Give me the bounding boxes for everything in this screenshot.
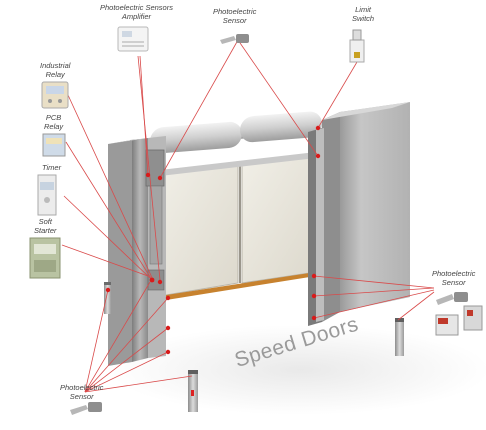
label-limit-switch: Limit Switch bbox=[352, 5, 375, 23]
label-sensor-top-line1: Photoelectric bbox=[213, 7, 257, 16]
right-wall bbox=[322, 102, 410, 322]
limit-switch-icon bbox=[349, 29, 365, 63]
label-timer: Timer bbox=[42, 163, 62, 173]
label-sensor-right: Photoelectric Sensor bbox=[432, 269, 476, 287]
pillar-bottom bbox=[188, 370, 198, 412]
label-soft-starter-line1: Soft bbox=[38, 217, 52, 226]
leader-lines bbox=[61, 39, 435, 393]
roller-drum bbox=[150, 111, 322, 154]
label-sensor-bottom-line2: Sensor bbox=[69, 391, 94, 401]
door-curtain bbox=[159, 152, 317, 301]
label-limit-switch-line1: Limit bbox=[355, 5, 371, 14]
label-sensor-bottom: Photoelectric Sensor bbox=[60, 383, 104, 401]
pillar-left bbox=[104, 282, 111, 314]
amplifier-icon bbox=[117, 26, 149, 52]
sensor-right-icon bbox=[435, 292, 483, 336]
door-bottom-edge bbox=[160, 272, 316, 301]
timer-icon bbox=[37, 174, 57, 216]
pillar-right bbox=[395, 318, 404, 356]
sensor-bottom-icon bbox=[70, 402, 102, 415]
soft-starter-icon bbox=[29, 237, 61, 279]
label-soft-starter: Soft Starter bbox=[34, 217, 57, 235]
label-industrial-relay-line2: Relay bbox=[45, 69, 65, 79]
sensor-top-icon bbox=[220, 34, 249, 44]
label-pcb-relay: PCB Relay bbox=[44, 113, 64, 131]
label-pcb-relay-line2: Relay bbox=[44, 121, 64, 131]
label-sensor-top-line2: Sensor bbox=[222, 15, 247, 25]
label-sensor-right-line2: Sensor bbox=[441, 277, 466, 287]
label-industrial-relay: Industrial Relay bbox=[40, 61, 71, 79]
label-amplifier: Photoelectric Sensors Amplifier bbox=[100, 3, 173, 21]
label-sensor-bottom-line1: Photoelectric bbox=[60, 383, 104, 392]
pcb-relay-icon bbox=[42, 133, 66, 157]
label-limit-switch-line2: Switch bbox=[352, 13, 375, 23]
label-pcb-relay-line1: PCB bbox=[45, 113, 62, 122]
label-timer-line1: Timer bbox=[42, 163, 62, 172]
connection-dots bbox=[105, 125, 321, 355]
floor-shadow bbox=[110, 325, 486, 415]
label-amplifier-line2: Amplifier bbox=[121, 11, 152, 21]
label-amplifier-line1: Photoelectric Sensors bbox=[100, 3, 173, 12]
label-sensor-right-line1: Photoelectric bbox=[432, 269, 476, 278]
label-sensor-top: Photoelectric Sensor bbox=[213, 7, 257, 25]
label-industrial-relay-line1: Industrial bbox=[40, 61, 71, 70]
label-soft-starter-line2: Starter bbox=[34, 225, 57, 235]
industrial-relay-icon bbox=[41, 81, 69, 109]
